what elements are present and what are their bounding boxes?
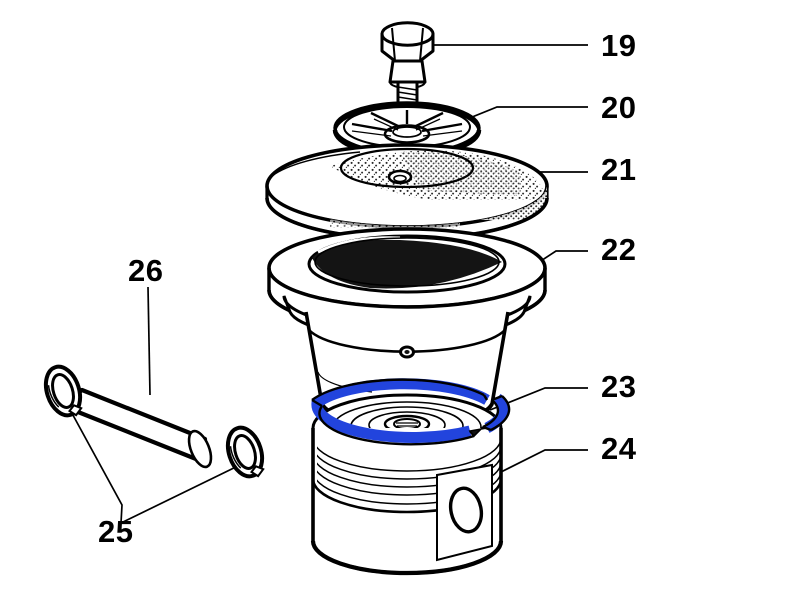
callout-label-20: 20 <box>601 90 637 125</box>
part-23-split-retaining-ring <box>311 378 511 446</box>
part-22-flanged-cup-body <box>267 227 547 428</box>
callout-label-19: 19 <box>601 28 637 63</box>
callout-label-21: 21 <box>601 152 637 187</box>
callout-label-26: 26 <box>128 253 164 288</box>
leader-line-26 <box>147 286 151 396</box>
part-24-piston <box>310 393 504 576</box>
part-26-wrist-pin <box>70 387 213 469</box>
part-19-hex-head-bolt <box>380 21 435 116</box>
callout-label-24: 24 <box>601 431 637 466</box>
leader-line-25-left <box>61 394 123 524</box>
callout-label-22: 22 <box>601 232 637 267</box>
leader-line-25-right <box>120 463 243 524</box>
part-21-domed-cover-disc <box>265 143 549 241</box>
part-25-circlip-left <box>43 364 83 418</box>
callout-label-25: 25 <box>98 514 134 549</box>
callout-label-23: 23 <box>601 369 637 404</box>
part-25-circlip-right <box>225 425 265 479</box>
leader-line-24 <box>490 449 588 478</box>
cup-interior-shadow <box>312 239 502 289</box>
